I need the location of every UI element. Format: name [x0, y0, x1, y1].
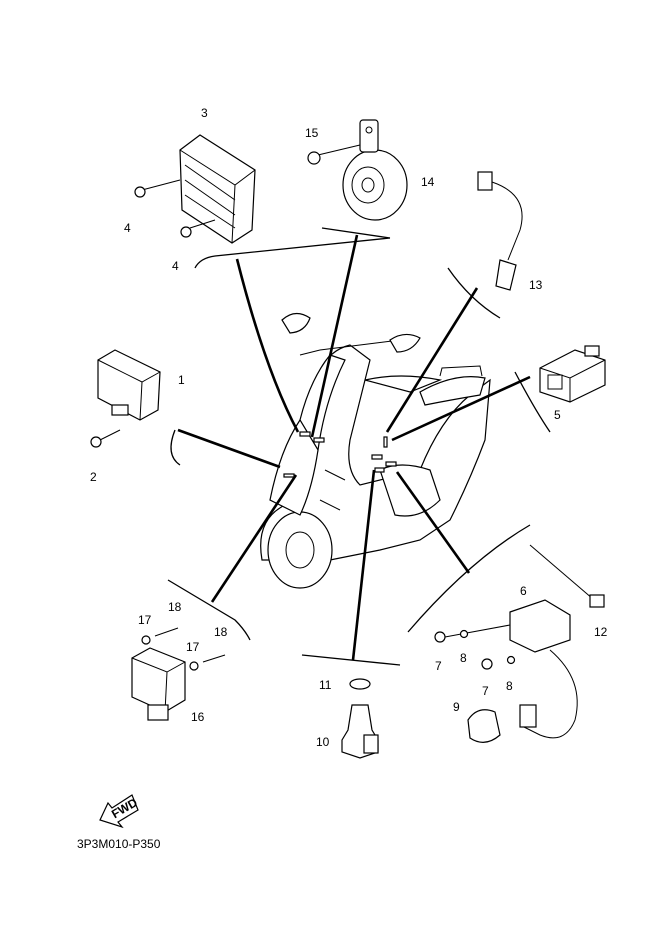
- callout-9: 9: [453, 700, 460, 714]
- callout-14: 14: [421, 175, 435, 189]
- part-sensor-13: [477, 171, 523, 291]
- part-rectifier-regulator: [134, 134, 256, 244]
- part-relay-16: [131, 627, 226, 721]
- callout-8: 8: [460, 651, 467, 665]
- callout-6: 6: [520, 584, 527, 598]
- callout-4: 4: [172, 259, 179, 273]
- diagram-code: 3P3M010-P350: [77, 837, 161, 851]
- callout-1: 1: [178, 373, 185, 387]
- leader-lines: [177, 234, 531, 661]
- part-cdi-unit: [90, 349, 161, 448]
- callout-7: 7: [435, 659, 442, 673]
- callout-18: 18: [214, 625, 228, 639]
- callout-10: 10: [316, 735, 330, 749]
- callout-7: 7: [482, 684, 489, 698]
- callout-15: 15: [305, 126, 319, 140]
- callout-16: 16: [191, 710, 205, 724]
- callout-3: 3: [201, 106, 208, 120]
- part-switch: [341, 678, 379, 759]
- callout-13: 13: [529, 278, 543, 292]
- callout-11: 11: [319, 678, 332, 692]
- callout-2: 2: [90, 470, 97, 484]
- callout-labels: 1 2 3 4 4 5 6 7 7 8 8 9 10 11 12 13 14 1…: [90, 106, 608, 749]
- callout-12: 12: [594, 625, 608, 639]
- part-relay: [539, 345, 606, 403]
- callout-4: 4: [124, 221, 131, 235]
- callout-17: 17: [186, 640, 200, 654]
- scooter-illustration: [260, 312, 491, 589]
- part-horn: [307, 119, 408, 221]
- group-brackets: [167, 227, 551, 666]
- callout-8: 8: [506, 679, 513, 693]
- callout-18: 18: [168, 600, 182, 614]
- fwd-arrow-icon: [99, 794, 139, 829]
- callout-5: 5: [554, 408, 561, 422]
- part-ignition-coil: [434, 544, 605, 743]
- callout-17: 17: [138, 613, 152, 627]
